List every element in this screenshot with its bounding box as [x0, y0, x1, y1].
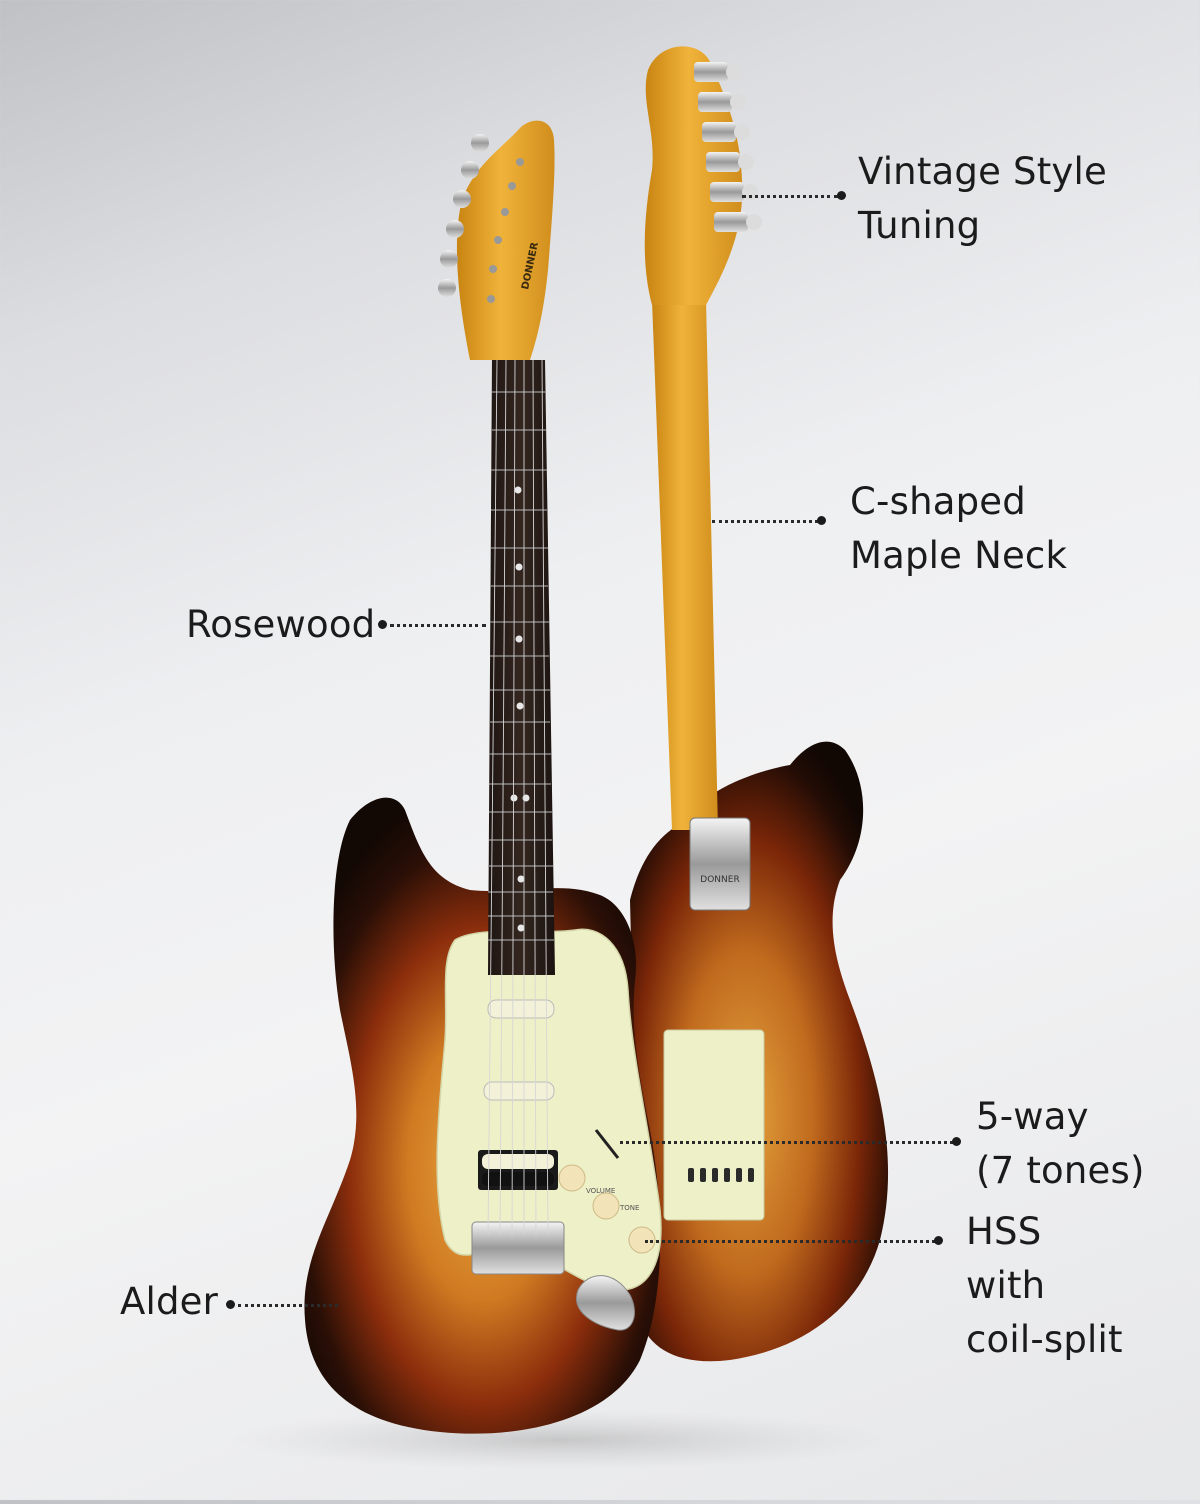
rear-guitar: DONNER	[630, 46, 889, 1362]
switch-leader	[620, 1141, 953, 1144]
tuning-leader-dot	[837, 191, 846, 200]
strings	[487, 359, 549, 1236]
neck-leader-dot	[817, 516, 826, 525]
fretboard	[488, 360, 555, 975]
tremolo-bridge	[471, 1221, 565, 1275]
floor-shadow	[230, 1410, 890, 1470]
callout-alder: Alder	[120, 1280, 219, 1323]
volume-knob	[558, 1164, 586, 1192]
output-jack	[576, 1275, 635, 1331]
volume-knob-label: VOLUME	[586, 1187, 615, 1195]
neckplate-brand: DONNER	[700, 875, 739, 885]
front-tuners	[438, 134, 524, 303]
callout-rosewood: Rosewood	[186, 603, 376, 646]
front-headstock	[456, 120, 555, 361]
neck-plate	[689, 817, 751, 911]
pickups-leader	[645, 1240, 935, 1243]
string-holes	[688, 1168, 754, 1182]
alder-leader-dot	[226, 1300, 235, 1309]
tuning-leader	[742, 195, 838, 198]
rear-neck	[652, 300, 718, 830]
humbucker-coil-1	[482, 1154, 554, 1169]
pickups-leader-dot	[934, 1236, 943, 1245]
callout-maple-neck: C-shaped Maple Neck	[850, 480, 1068, 577]
rosewood-leader-dot	[378, 620, 387, 629]
callout-vintage-tuning: Vintage Style Tuning	[858, 150, 1107, 247]
callout-five-way-switch: 5-way (7 tones)	[976, 1095, 1145, 1192]
neck-pickup	[487, 999, 555, 1019]
alder-leader	[238, 1304, 338, 1307]
front-guitar: DONNER	[304, 120, 662, 1434]
tone-knob-1	[592, 1192, 620, 1220]
rear-headstock	[644, 46, 743, 305]
inlays	[510, 486, 530, 932]
tone-knob-label: TONE	[619, 1204, 639, 1212]
frets	[488, 391, 554, 941]
neck-leader	[712, 520, 818, 523]
middle-pickup	[483, 1081, 555, 1101]
callout-hss-pickups: HSS with coil-split	[966, 1210, 1123, 1361]
rosewood-leader	[390, 624, 486, 627]
tremolo-cover	[663, 1029, 765, 1221]
five-way-switch	[594, 1129, 620, 1159]
switch-leader-dot	[952, 1137, 961, 1146]
humbucker-coil-2	[482, 1172, 554, 1186]
